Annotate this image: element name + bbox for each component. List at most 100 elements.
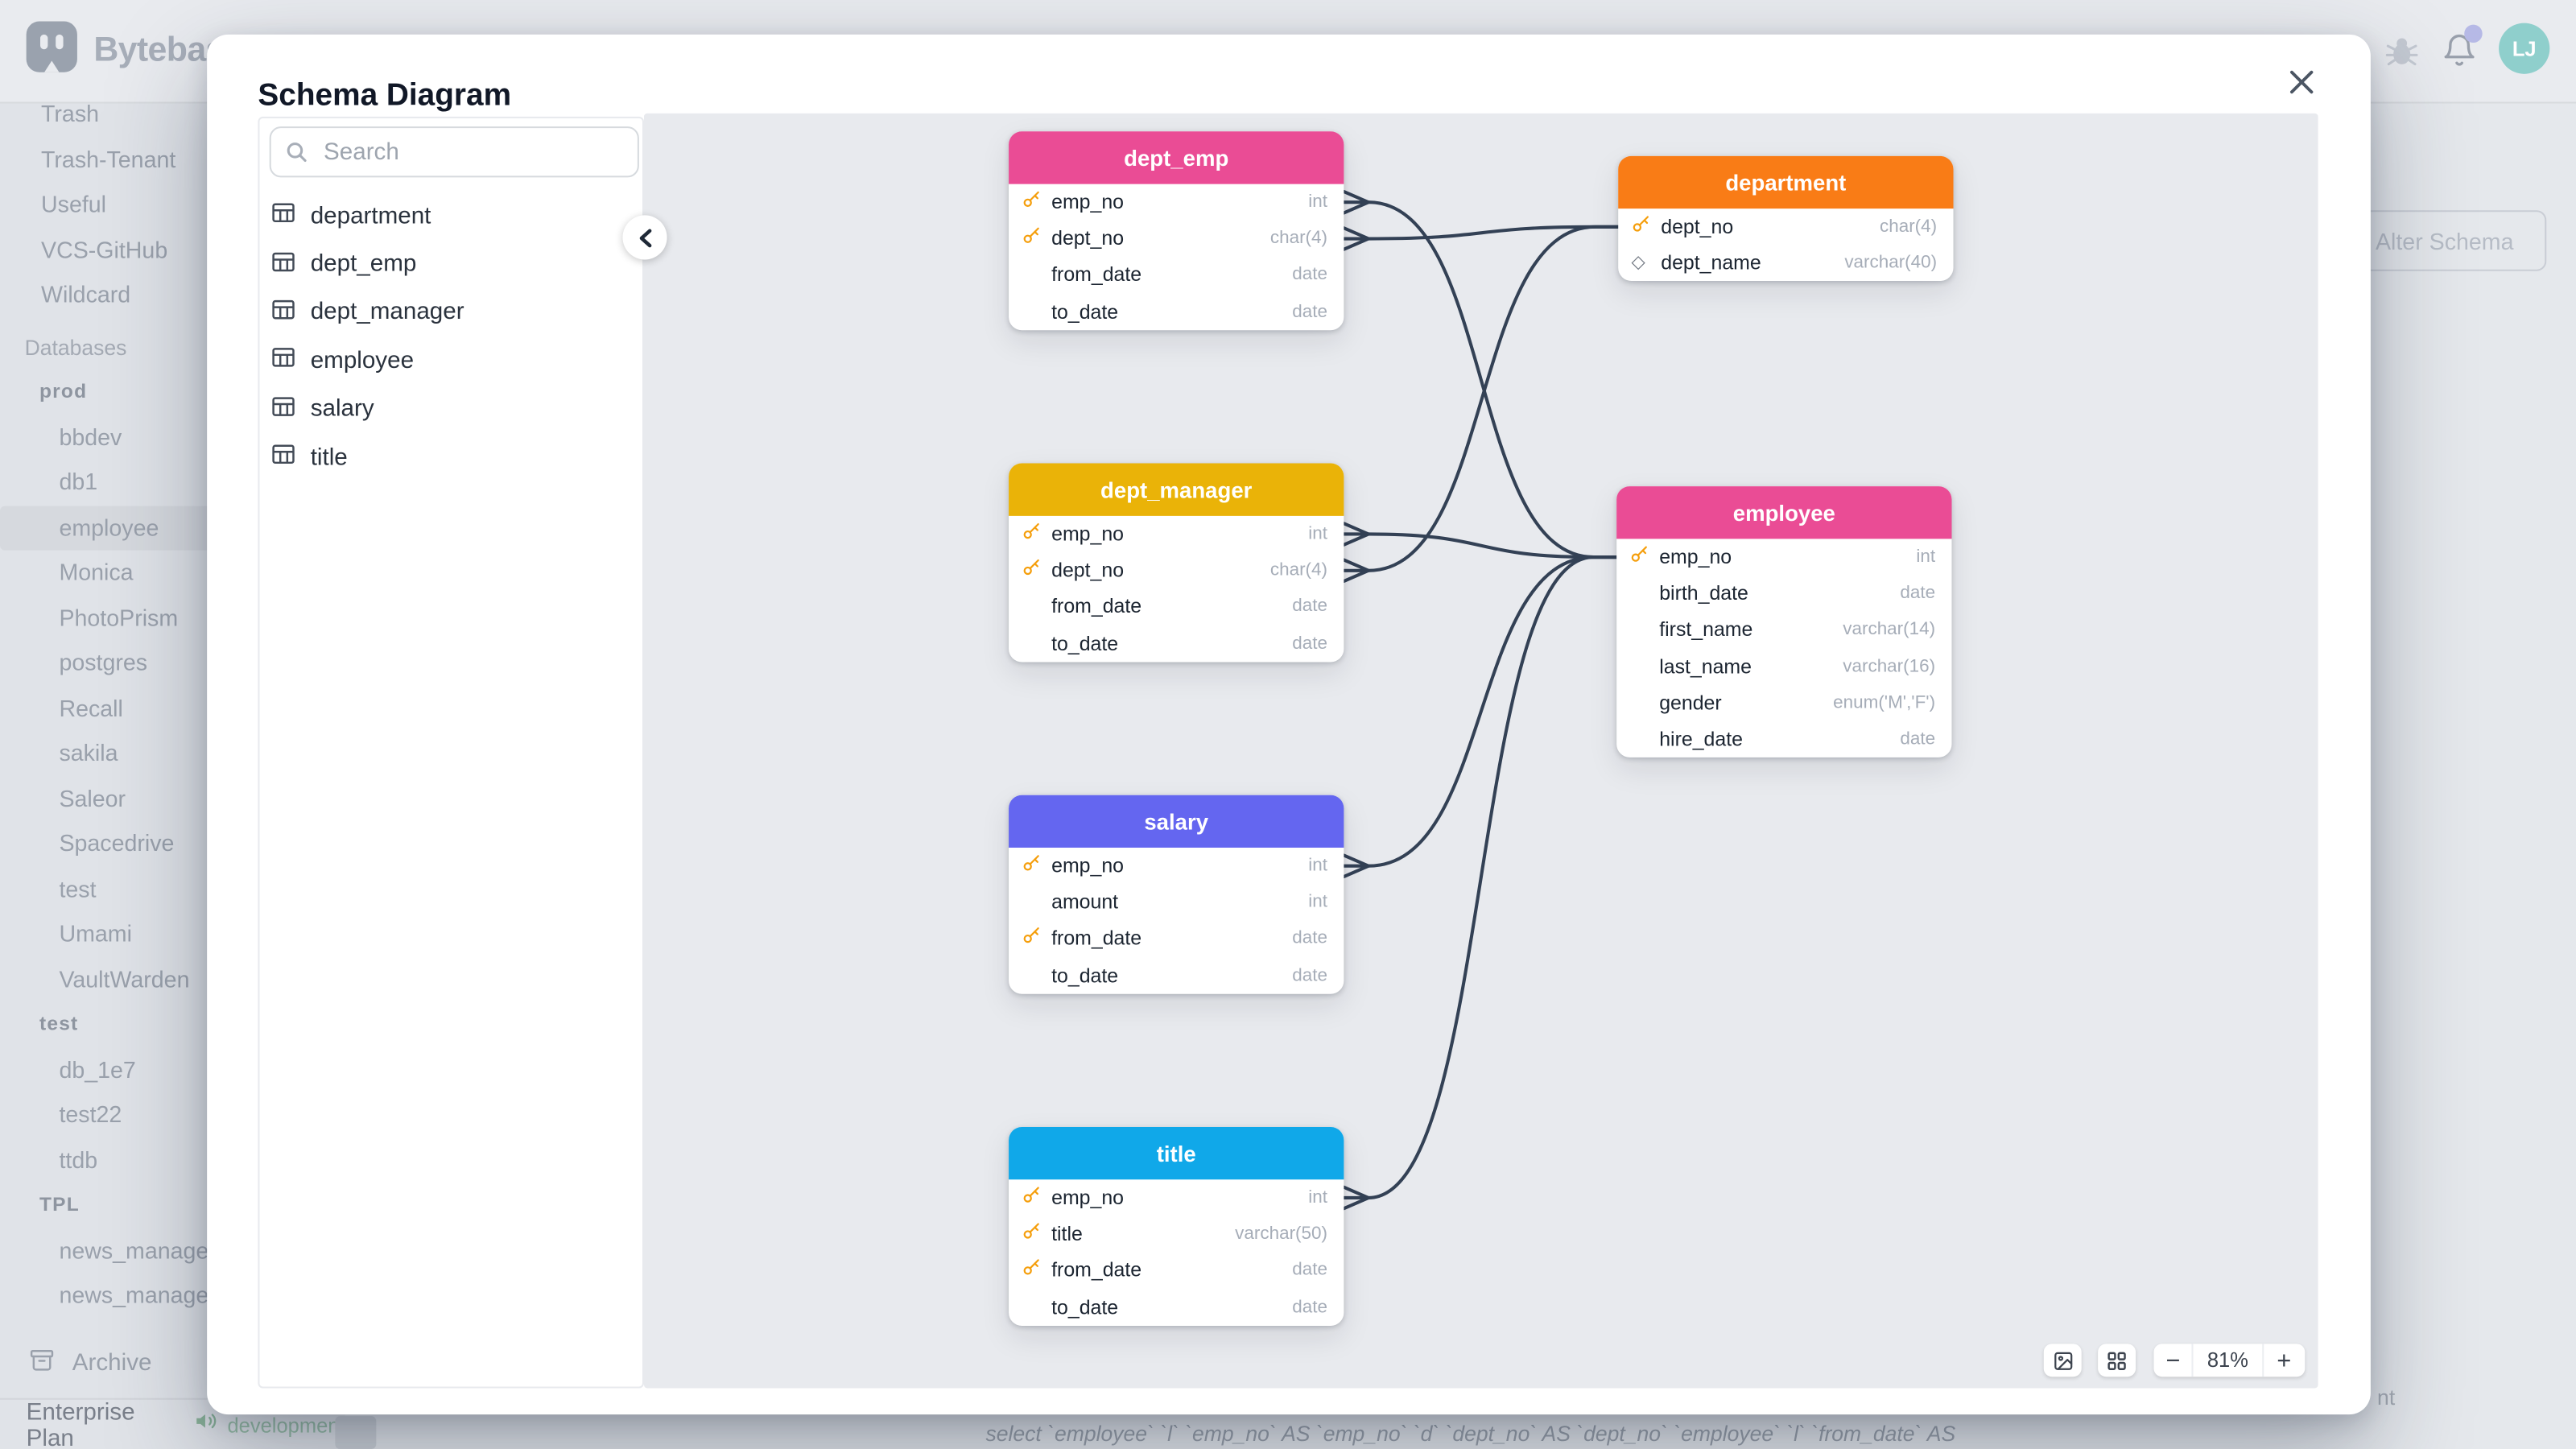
speaker-icon [195, 1410, 220, 1441]
table-list-label: title [310, 444, 348, 471]
table-list-item-dept_manager[interactable]: dept_manager [259, 289, 642, 337]
environment-badge: development [195, 1410, 345, 1441]
column-name: dept_no [1051, 559, 1125, 583]
sidebar-item-news-manage[interactable]: news_manage [59, 1236, 209, 1263]
chevron-left-icon [638, 228, 651, 247]
clipped-ui-fragment [335, 1416, 377, 1449]
table-list-item-salary[interactable]: salary [259, 386, 642, 434]
bytebase-logo-icon [25, 19, 79, 82]
debug-bug-icon[interactable] [2385, 36, 2418, 68]
sidebar-item-photoprism[interactable]: PhotoPrism [59, 603, 179, 630]
table-list-item-employee[interactable]: employee [259, 337, 642, 386]
table-list-label: salary [310, 396, 374, 423]
column-type: date [1292, 301, 1327, 322]
column-name: dept_no [1051, 227, 1125, 250]
index-diamond-icon: ◇ [1631, 252, 1645, 273]
entity-header: title [1009, 1126, 1344, 1180]
sidebar-item-vaultwarden[interactable]: VaultWarden [59, 964, 190, 992]
primary-key-icon [1022, 224, 1041, 254]
sidebar-item-useful[interactable]: Useful [41, 190, 107, 217]
auto-layout-button[interactable] [2098, 1344, 2136, 1377]
table-icon [271, 249, 296, 280]
column-type: date [1900, 584, 1936, 604]
column-name: hire_date [1659, 728, 1743, 751]
column-type: varchar(40) [1844, 253, 1938, 274]
sidebar-item-wildcard[interactable]: Wildcard [41, 280, 131, 308]
sidebar-item-test[interactable]: test [59, 874, 97, 902]
sidebar-item-db1[interactable]: db1 [59, 468, 98, 495]
table-list-label: department [310, 203, 431, 230]
column-type: char(4) [1269, 229, 1327, 249]
export-image-button[interactable] [2043, 1344, 2082, 1377]
sidebar-item-postgres[interactable]: postgres [59, 649, 148, 675]
column-type: date [1292, 1297, 1327, 1318]
sidebar-item-test[interactable]: test [39, 1012, 79, 1035]
table-list-label: dept_emp [310, 251, 417, 279]
zoom-out-button[interactable]: − [2165, 1346, 2181, 1375]
sidebar-item-bbdev[interactable]: bbdev [59, 423, 122, 450]
sidebar-item-trash-tenant[interactable]: Trash-Tenant [41, 145, 176, 172]
sidebar-item-trash[interactable]: Trash [41, 100, 100, 127]
column-name: birth_date [1659, 582, 1748, 605]
close-icon[interactable] [2287, 68, 2317, 97]
sidebar-item-ttdb[interactable]: ttdb [59, 1146, 98, 1173]
sidebar-item-db-1e7[interactable]: db_1e7 [59, 1055, 136, 1082]
sidebar-item-saleor[interactable]: Saleor [59, 784, 126, 811]
primary-key-icon [1629, 543, 1649, 572]
table-icon [271, 297, 296, 328]
sidebar-item-tpl[interactable]: TPL [39, 1192, 80, 1216]
column-name: emp_no [1051, 1186, 1125, 1210]
column-name: first_name [1659, 618, 1753, 642]
table-list-item-title[interactable]: title [259, 434, 642, 482]
column-name: gender [1659, 691, 1722, 715]
table-list-item-department[interactable]: department [259, 192, 642, 241]
search-box[interactable] [269, 126, 639, 178]
sidebar-item-sakila[interactable]: sakila [59, 739, 118, 766]
sidebar-item-monica[interactable]: Monica [59, 558, 134, 585]
table-icon [271, 345, 296, 377]
sidebar-item-vcs-github[interactable]: VCS-GitHub [41, 235, 168, 262]
column-name: from_date [1051, 1259, 1142, 1282]
column-type: int [1308, 524, 1327, 544]
sidebar-item-news-manage[interactable]: news_manage [59, 1281, 209, 1308]
avatar[interactable]: LJ [2499, 23, 2550, 74]
search-input[interactable] [320, 137, 638, 167]
column-type: date [1292, 1261, 1327, 1281]
sidebar-item-archive[interactable]: Archive [0, 1340, 345, 1386]
sidebar-item-recall[interactable]: Recall [59, 694, 123, 720]
collapse-panel-button[interactable] [622, 215, 667, 260]
entity-column-from_date: from_date date [1009, 1253, 1344, 1289]
column-name: amount [1051, 890, 1119, 914]
sidebar-item-prod[interactable]: prod [39, 379, 88, 402]
primary-key-icon [1022, 555, 1041, 585]
relation-dept_emp.emp_no-employee.emp_no [1342, 189, 1619, 559]
column-type: varchar(16) [1843, 656, 1936, 677]
sidebar-item-test22[interactable]: test22 [59, 1100, 122, 1127]
zoom-in-button[interactable]: + [2261, 1344, 2305, 1377]
zoom-level: 81% [2192, 1344, 2261, 1377]
column-type: int [1308, 892, 1327, 913]
alter-schema-button[interactable]: Alter Schema [2343, 210, 2547, 271]
relation-dept_manager.dept_no-department.dept_no [1342, 225, 1620, 584]
sidebar-item-umami[interactable]: Umami [59, 919, 132, 947]
plan-bar: Enterprise Plan development [0, 1397, 345, 1449]
sidebar-item-spacedrive[interactable]: Spacedrive [59, 829, 175, 857]
notifications-bell-icon[interactable] [2442, 24, 2483, 69]
table-list-item-dept_emp[interactable]: dept_emp [259, 241, 642, 289]
